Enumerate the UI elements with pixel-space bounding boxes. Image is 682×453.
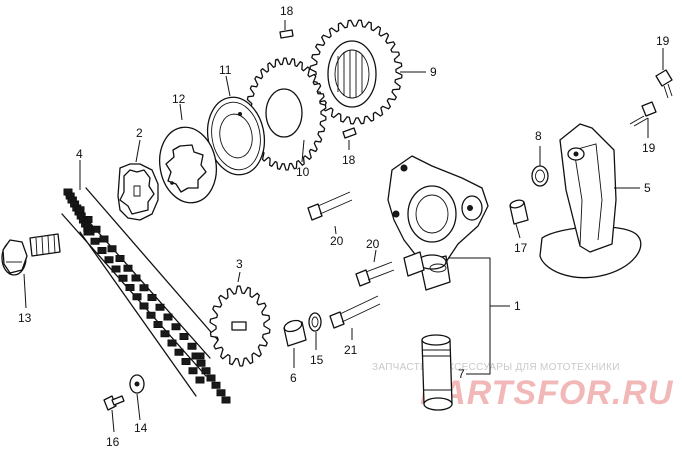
callout-18-upper: 18 [280,4,294,18]
callout-5: 5 [644,181,651,195]
watermark-logo: PARTSFOR.RU [420,374,674,412]
part-8-o-ring [531,165,549,187]
callout-14: 14 [134,421,148,435]
part-12-splined-plate [158,126,218,204]
callout-2: 2 [136,126,143,140]
part-16-small-bolt [103,395,125,411]
callout-4: 4 [76,147,83,161]
part-9-large-gear [309,19,403,125]
part-18-pin-lower [342,127,357,139]
callout-18-lower: 18 [342,153,356,167]
part-17-dowel [509,199,529,225]
part-21-bolt [329,295,381,329]
part-2-rotor [117,163,159,221]
callout-6: 6 [290,371,297,385]
callout-1: 1 [514,299,521,313]
part-11-plate [206,96,266,176]
callout-20-lower: 20 [366,237,380,251]
callout-3: 3 [236,257,243,271]
part-18-pin-upper [279,29,294,39]
part-15-o-ring [308,312,322,332]
part-19-bolt-upper [655,69,673,99]
callout-16: 16 [106,435,120,449]
part-19-bolt-lower [629,101,657,127]
callout-10: 10 [296,165,310,179]
callout-13: 13 [18,311,32,325]
callout-15: 15 [310,353,324,367]
leader-lines [23,20,664,433]
part-14-washer [129,374,145,394]
callout-9: 9 [430,65,437,79]
callout-11: 11 [219,63,232,77]
watermark-caption: ЗАПЧАСТИ И АКСЕССУАРЫ ДЛЯ МОТОТЕХНИКИ [372,362,620,373]
part-20-bolt-upper [307,191,353,221]
part-3-sprocket [209,285,271,367]
callout-17: 17 [514,241,528,255]
part-7-relief-valve [421,334,453,411]
callout-21: 21 [344,343,358,357]
callout-labels: 18 11 12 2 4 9 10 18 19 19 8 5 17 1 7 20… [18,4,670,449]
part-13-flange-bolt [1,233,61,276]
part-20-bolt-lower [355,261,395,287]
callout-12: 12 [172,92,186,106]
part-1-oil-pump [387,155,489,291]
callout-20-upper: 20 [330,234,344,248]
callout-19-lower: 19 [642,141,656,155]
part-4-drive-chain [61,187,231,404]
part-6-collar [283,319,307,347]
part-5-oil-strainer [539,123,642,279]
callout-19-upper: 19 [656,34,670,48]
callout-8: 8 [535,129,542,143]
callout-7: 7 [458,367,465,381]
